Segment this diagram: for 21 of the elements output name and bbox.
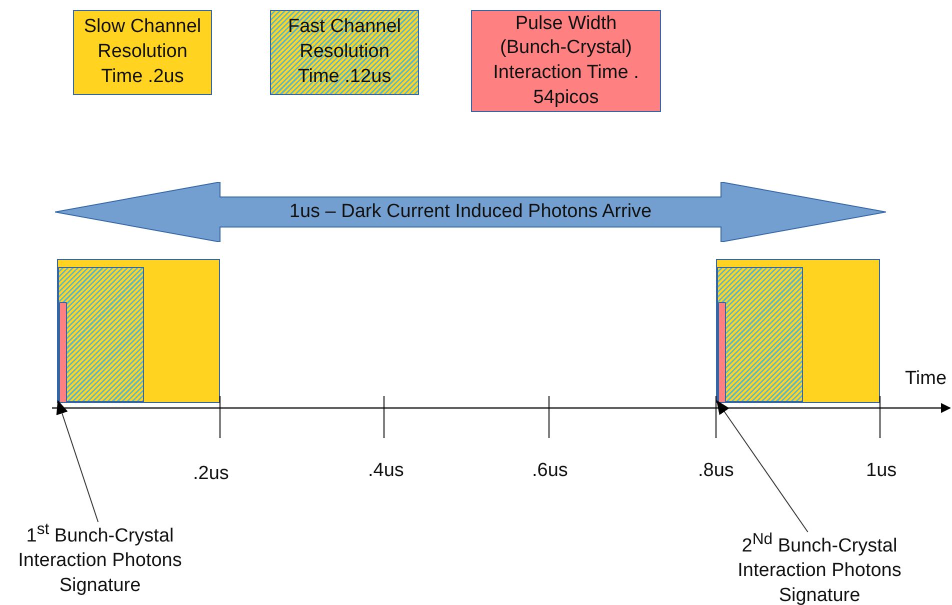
arrow-label: 1us – Dark Current Induced Photons Arrive [289,200,652,224]
pulse-bar [59,302,67,403]
leader-arrow [716,400,808,532]
slow-channel-box [73,10,212,95]
tick-label: .4us [368,460,404,482]
pulse-bar [718,302,726,403]
slow-window-bar [716,259,880,403]
box-label: Slow Channel Resolution Time .2us [82,15,202,89]
tick-label: .6us [532,460,568,482]
axis-title: Time [905,368,947,390]
slow-window-bar [57,259,220,403]
callout-text: 1$^{st}$ Bunch-Crystal Interaction Photons Signature [17,520,183,598]
fast-window-bar [58,267,144,402]
tick-label: .8us [698,460,734,482]
box-label: Pulse Width (Bunch-Crystal) Interaction Time . 54picos [492,12,640,110]
tick-label: .2us [193,463,229,485]
tick-label: 1us [866,460,897,482]
callout-text: 2$^{Nd}$ Bunch-Crystal Interaction Photons Signature [736,530,902,605]
pulse-width-box [471,10,661,112]
leader-arrow [56,400,99,522]
fast-window-bar [717,267,803,402]
